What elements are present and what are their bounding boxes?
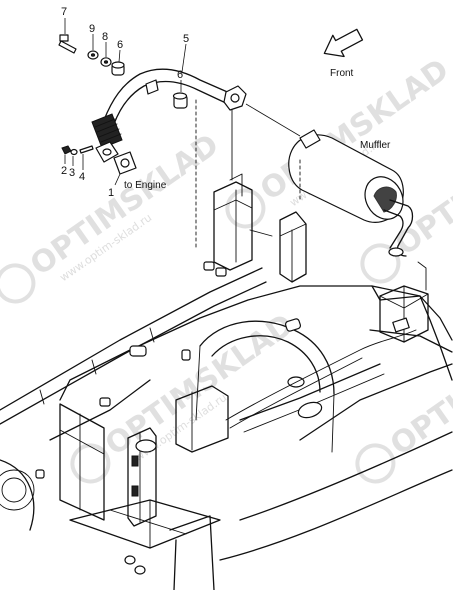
callout-5: 5 <box>183 33 189 45</box>
to-engine-label: to Engine <box>124 180 167 191</box>
vehicle-frame <box>0 99 453 591</box>
watermark-brand-3: OPTIMSKLAD <box>99 307 300 462</box>
exhaust-pipe-5: 5 6 <box>91 33 247 163</box>
callout-6-lower: 6 <box>177 69 183 81</box>
callout-9: 9 <box>89 23 95 35</box>
callout-3: 3 <box>69 167 75 179</box>
front-arrow: Front <box>323 28 364 79</box>
flex-bellows <box>91 113 123 149</box>
fastener-stack: 7 9 8 6 <box>58 6 125 76</box>
nut-2 <box>61 145 72 155</box>
washer-3 <box>70 148 78 156</box>
rubber-mount-6-lower <box>172 92 188 109</box>
muffler-label: Muffler <box>360 140 391 151</box>
rubber-mount-6-upper <box>111 61 125 76</box>
front-label: Front <box>330 68 354 79</box>
watermark-brand-1: OPTIMSKLAD <box>24 127 225 282</box>
engine-connection: 2 3 4 1 to Engine <box>61 145 167 199</box>
callout-4: 4 <box>79 171 85 183</box>
callout-6-upper: 6 <box>117 39 123 51</box>
callout-2: 2 <box>61 165 67 177</box>
callout-7: 7 <box>61 6 67 18</box>
muffler: Muffler <box>245 103 414 257</box>
bolt-7 <box>58 34 77 54</box>
callout-1: 1 <box>108 187 114 199</box>
callout-8: 8 <box>102 31 108 43</box>
watermark-brand-5: OPTIMSKLAD <box>384 307 453 462</box>
stud-4 <box>79 145 94 154</box>
